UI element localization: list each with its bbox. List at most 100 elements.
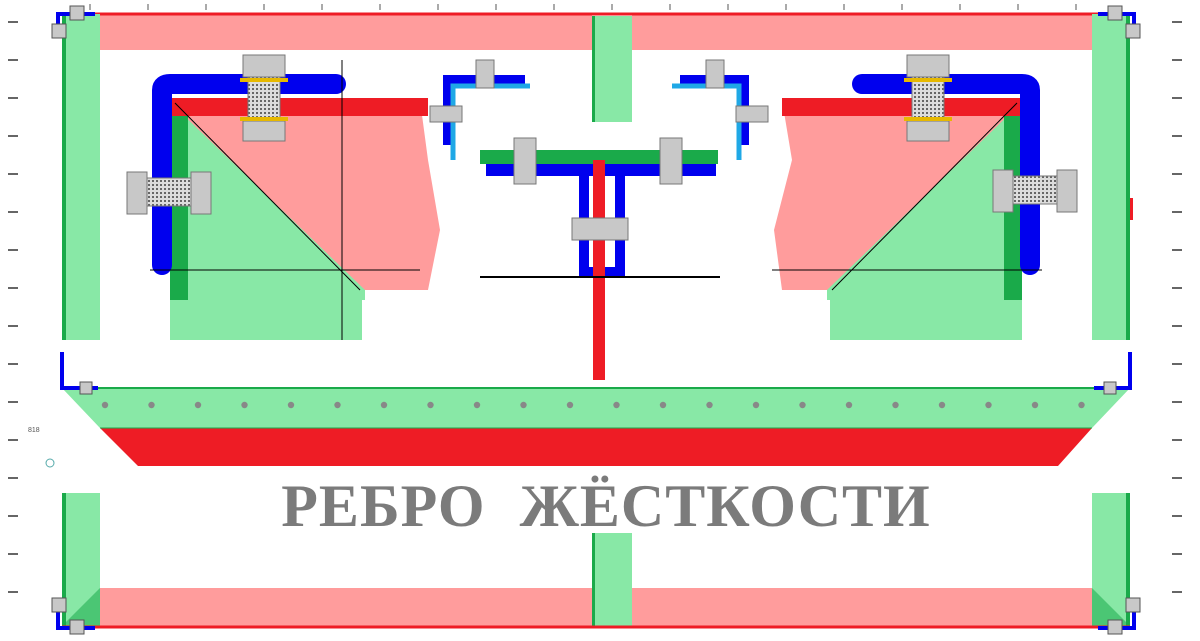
rib-bolt-hole (845, 401, 853, 409)
rib-bolt-hole (1078, 401, 1085, 409)
rib-bolt-hole (287, 401, 295, 409)
left-top-bolt-head (242, 54, 286, 78)
rib-bolt-hole (938, 401, 946, 409)
rib-bolt-hole (194, 401, 202, 409)
rib-bolt-hole (985, 401, 992, 409)
rib-left-bolt-icon (79, 381, 93, 395)
right-green-post-edge (1126, 14, 1130, 340)
rib-bolt-hole (241, 401, 248, 409)
rib-bolt-hole (520, 401, 527, 409)
right-bracket-bolt-h (735, 105, 769, 123)
rib-bolt-hole (427, 401, 434, 409)
rib-bolt-hole (613, 401, 620, 409)
left-bracket-bolt-v (475, 59, 495, 89)
bottom-right-bolt-icon (1107, 619, 1123, 635)
right-top-bolt-head (906, 54, 950, 78)
rib-bolt-hole (101, 401, 109, 409)
right-edge-mark (1130, 198, 1133, 220)
center-green-post-top (592, 16, 632, 122)
left-green-lower-plate (170, 290, 362, 340)
right-green-lower-plate (830, 290, 1022, 340)
center-green-post-bottom (592, 533, 632, 628)
t-beam-red-web (593, 160, 605, 380)
rib-bolt-hole (799, 401, 806, 409)
rib-bolt-hole (659, 401, 667, 409)
left-top-washer-b (240, 117, 288, 121)
center-t-beam (480, 137, 720, 380)
t-beam-green-flange (480, 150, 718, 164)
rib-green-plate (62, 388, 1130, 428)
right-side-bolt-head (1056, 169, 1078, 213)
left-ruler-ticks (8, 21, 18, 593)
rib-bolt-hole (892, 401, 899, 409)
left-construction-diag (174, 102, 361, 291)
center-green-post-top-edge (592, 16, 595, 122)
right-bracket-bolt-v (705, 59, 725, 89)
left-green-post (62, 14, 100, 340)
t-beam-left-bolt (513, 137, 537, 185)
right-corner-assembly (772, 54, 1078, 340)
rib-bolt-hole (706, 401, 713, 409)
left-side-bolt-shank (146, 177, 192, 207)
diagram-caption: РЕБРО ЖЁСТКОСТИ (281, 473, 931, 539)
right-top-bolt-nut (906, 120, 950, 142)
right-side-bolt-shank (1012, 175, 1058, 205)
left-pink-gusset (170, 100, 440, 290)
rib-bolt-hole (148, 401, 155, 409)
rib-bolt-hole (566, 401, 574, 409)
top-pink-band-left (62, 14, 592, 50)
center-green-post-bottom-edge (592, 533, 595, 628)
left-small-bracket (429, 59, 530, 160)
left-side-bolt-head (126, 171, 148, 215)
left-top-bolt-shank (247, 76, 281, 122)
right-blue-angle-profile (852, 74, 1040, 275)
bottom-left-bolt-icon (69, 619, 85, 635)
left-green-gusset (172, 104, 365, 300)
left-top-bolt-nut (242, 120, 286, 142)
right-top-bolt-shank (911, 76, 945, 122)
bottom-frame (51, 493, 1141, 635)
rib-bolt-hole (473, 401, 481, 409)
rib-bolt-hole (334, 401, 341, 409)
rib-right-bolt-icon (1103, 381, 1117, 395)
right-construction-diag (831, 102, 1018, 291)
left-top-washer-a (240, 78, 288, 82)
rib-bolt-hole (752, 401, 760, 409)
left-green-post-bottom-edge (62, 493, 66, 628)
scale-label: 818 (28, 427, 40, 434)
rib-bolt-hole (1031, 401, 1039, 409)
small-circle-mark (45, 458, 55, 468)
left-side-bolt-nut (190, 171, 212, 215)
rib-red-plate (100, 428, 1092, 466)
t-beam-web-bolt (571, 217, 629, 241)
top-left-side-bolt-icon (51, 23, 67, 39)
bottom-pink-band-left (100, 588, 592, 626)
stiffening-rib (60, 352, 1132, 466)
right-side-bolt-nut (992, 169, 1014, 213)
bottom-left-side-bolt-icon (51, 597, 67, 613)
rib-bolt-holes (101, 401, 1085, 409)
t-beam-right-bolt (659, 137, 683, 185)
right-green-post-bottom-edge (1126, 493, 1130, 628)
right-pink-gusset (774, 100, 1022, 290)
right-top-washer-b (904, 117, 952, 121)
right-ruler-ticks (1172, 21, 1182, 593)
top-right-side-bolt-icon (1125, 23, 1141, 39)
right-green-gusset (827, 104, 1020, 300)
right-green-post (1092, 14, 1130, 340)
left-bracket-bolt-h (429, 105, 463, 123)
bottom-right-corner-gusset (1092, 588, 1130, 626)
top-ruler-ticks (89, 4, 1077, 10)
right-small-bracket (672, 59, 769, 160)
top-left-bolt-icon (69, 5, 85, 21)
right-red-flange (782, 98, 1022, 116)
left-corner-assembly (126, 54, 440, 340)
top-pink-band-right (632, 14, 1129, 50)
top-frame (51, 5, 1141, 340)
left-red-flange (170, 98, 428, 116)
left-green-post-edge (62, 14, 66, 340)
top-right-bolt-icon (1107, 5, 1123, 21)
right-top-washer-a (904, 78, 952, 82)
bottom-pink-band-right (632, 588, 1092, 626)
